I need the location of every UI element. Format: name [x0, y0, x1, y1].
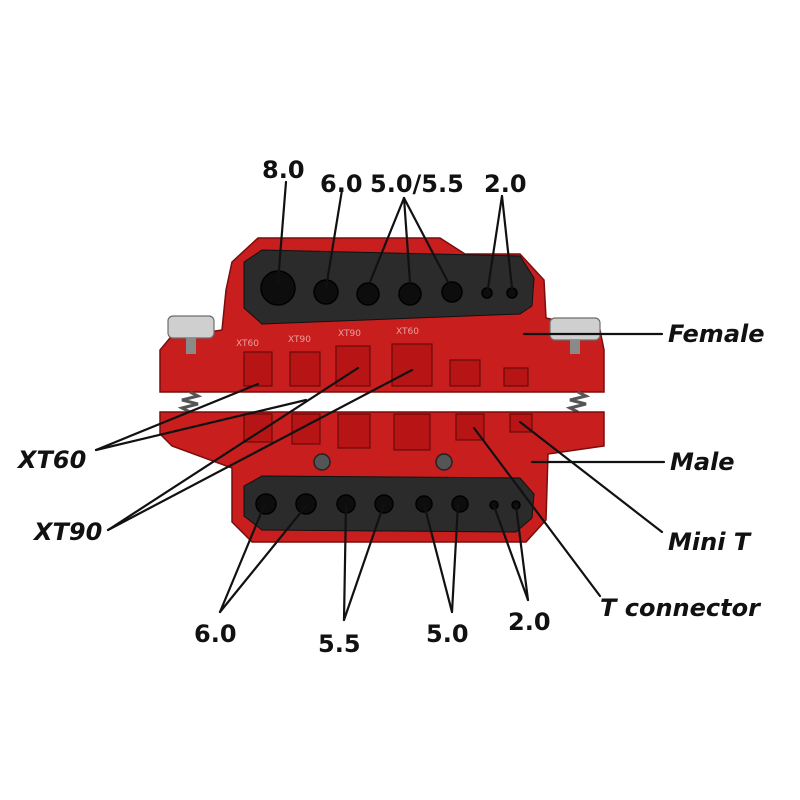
label-male: Male	[670, 448, 735, 476]
label-bottom-2-0: 2.0	[508, 608, 551, 636]
screw-icon	[549, 317, 601, 341]
upper-hole-6-0	[313, 279, 339, 305]
lower-hole-6-0b	[295, 493, 317, 515]
left-adjust-screw	[167, 315, 215, 354]
upper-slot-t	[449, 359, 481, 387]
guide-hole-right	[435, 453, 453, 471]
guide-hole-left	[313, 453, 331, 471]
label-top-2-0: 2.0	[484, 170, 527, 198]
leader-lines	[94, 180, 666, 622]
upper-hole-5-5a	[356, 282, 380, 306]
upper-rubber-insert	[243, 249, 535, 325]
label-bottom-5-5: 5.5	[318, 630, 361, 658]
upper-hole-5-5b	[398, 282, 422, 306]
lower-hole-5-0b	[451, 495, 469, 513]
right-spring	[565, 390, 591, 414]
label-top-6-0: 6.0	[320, 170, 363, 198]
label-t-connector: T connector	[600, 594, 762, 622]
upper-hole-5-0	[441, 281, 463, 303]
upper-die: XT60 XT90 XT90 XT60	[159, 237, 605, 393]
callout-labels: 8.0 6.0 5.0/5.5 2.0 Female Male Mini T T…	[16, 156, 765, 658]
label-mini-t: Mini T	[668, 528, 752, 556]
label-female: Female	[668, 320, 765, 348]
upper-slot-xt90b	[391, 343, 433, 387]
lower-slot-xt90a	[337, 413, 371, 449]
label-xt60: XT60	[16, 446, 86, 474]
lower-hole-6-0a	[255, 493, 277, 515]
upper-slot-xt60a	[243, 351, 273, 387]
svg-text:XT60: XT60	[236, 339, 259, 349]
lower-slot-xt60b	[291, 413, 321, 445]
upper-slot-xt60b	[289, 351, 321, 387]
svg-text:XT90: XT90	[338, 329, 361, 339]
upper-hole-2-0a	[481, 287, 493, 299]
label-xt90: XT90	[32, 518, 102, 546]
lower-die	[159, 411, 605, 543]
upper-slot-mini-t	[503, 367, 529, 387]
svg-text:XT60: XT60	[396, 327, 419, 337]
label-top-5-0-5-5: 5.0/5.5	[370, 170, 464, 198]
lower-slot-xt60a	[243, 413, 273, 443]
svg-text:XT90: XT90	[288, 335, 311, 345]
upper-hole-2-0b	[506, 287, 518, 299]
label-bottom-6-0: 6.0	[194, 620, 237, 648]
screw-icon	[167, 315, 215, 339]
lower-slot-xt90b	[393, 413, 431, 451]
label-top-8-0: 8.0	[262, 156, 305, 184]
left-spring	[177, 390, 203, 414]
label-bottom-5-0: 5.0	[426, 620, 469, 648]
